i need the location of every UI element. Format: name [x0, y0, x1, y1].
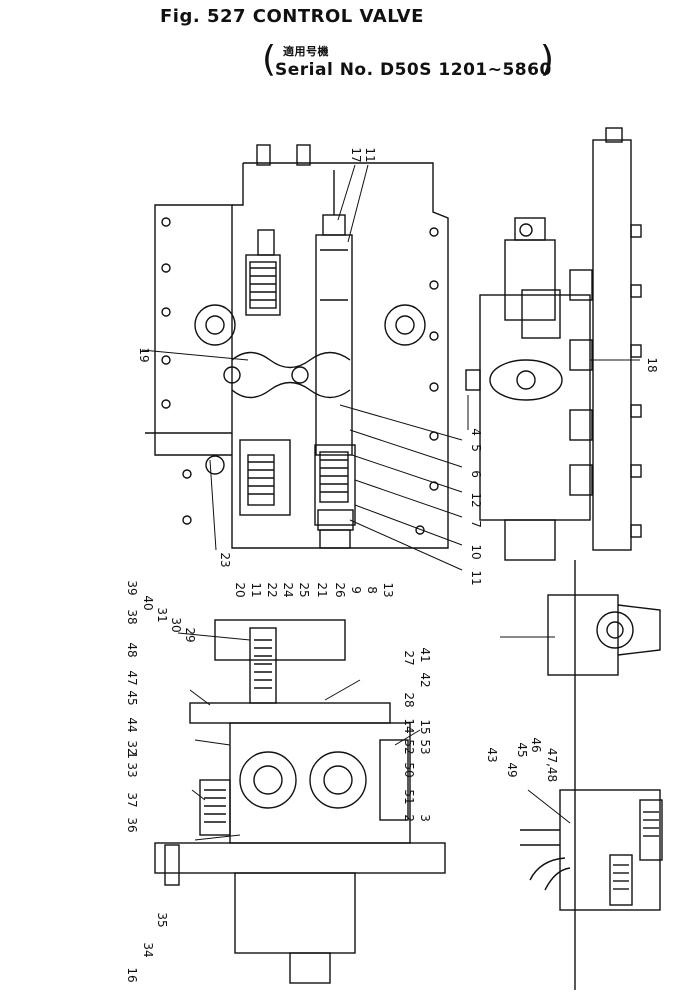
callout-label: 13: [381, 582, 395, 597]
callout-label: 32: [125, 740, 139, 755]
callout-label: 22: [265, 582, 279, 597]
callout-label: 17: [349, 147, 363, 162]
callout-label: 25: [297, 582, 311, 597]
callout-label: 31: [155, 607, 169, 622]
figure-title: Fig. 527 CONTROL VALVE: [160, 6, 424, 27]
callout-label: 9: [349, 586, 363, 594]
callout-label: 37: [125, 792, 139, 807]
callout-label: 4: [469, 428, 483, 436]
callout-label: 29: [183, 627, 197, 642]
callout-label: 39: [125, 580, 139, 595]
callout-label: 3: [418, 814, 432, 822]
callout-label: 47,48: [545, 748, 559, 782]
callout-label: 48: [125, 642, 139, 657]
callout-label: 15: [418, 719, 432, 734]
callout-label: 41: [418, 647, 432, 662]
callout-label: 35: [155, 912, 169, 927]
callout-label: 20: [233, 582, 247, 597]
lower-section-view: [154, 619, 446, 984]
callout-label: 50: [402, 762, 416, 777]
side-view-body: [465, 127, 642, 561]
callout-label: 38: [125, 609, 139, 624]
callout-label: 24: [281, 582, 295, 597]
callout-label: 28: [402, 692, 416, 707]
callout-label: 11: [363, 147, 377, 162]
callout-label: 1: [125, 751, 139, 759]
callout-label: 7: [469, 520, 483, 528]
lower-right-detail: [520, 560, 663, 990]
callout-label: 18: [645, 357, 659, 372]
callout-label: 27: [402, 650, 416, 665]
callout-label: 30: [169, 617, 183, 632]
callout-label: 23: [218, 552, 232, 567]
top-valve-body: [145, 144, 449, 549]
callout-label: 6: [469, 470, 483, 478]
serial-japanese-label: 適用号機: [283, 45, 329, 58]
callout-label: 33: [125, 762, 139, 777]
callout-label: 26: [333, 582, 347, 597]
left-paren: (: [262, 39, 277, 80]
callout-label: 21: [315, 582, 329, 597]
callout-label: 47: [125, 670, 139, 685]
callout-label: 42: [418, 672, 432, 687]
callout-label: 53: [418, 739, 432, 754]
callout-label: 45: [125, 690, 139, 705]
callout-label: 44: [125, 717, 139, 732]
callout-label: 52: [402, 739, 416, 754]
callout-label: 11: [249, 582, 263, 597]
callout-label: 5: [469, 444, 483, 452]
right-paren: ): [540, 39, 555, 80]
callout-label: 14: [402, 718, 416, 733]
callout-label: 11: [469, 570, 483, 585]
callout-label: 51: [402, 789, 416, 804]
callout-label: 16: [125, 967, 139, 982]
callout-label: 8: [365, 586, 379, 594]
serial-number-label: Serial No. D50S 1201~5860: [275, 60, 552, 80]
callout-label: 46: [529, 737, 543, 752]
callout-label: 45: [515, 742, 529, 757]
callout-label: 34: [141, 942, 155, 957]
callout-label: 49: [505, 762, 519, 777]
callout-label: 19: [137, 347, 151, 362]
callout-label: 43: [485, 747, 499, 762]
callout-label: 40: [141, 595, 155, 610]
callout-label: 36: [125, 817, 139, 832]
callout-label: 10: [469, 544, 483, 559]
callout-label: 12: [469, 492, 483, 507]
leader-lines: [141, 164, 640, 841]
callout-label: 2: [402, 814, 416, 822]
